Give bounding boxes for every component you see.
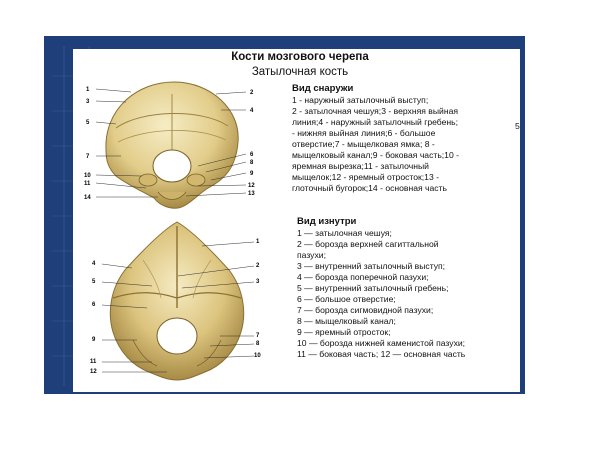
outer-label-left-5: 10 — [84, 173, 91, 179]
outer-line: - нижняя выйная линия;6 - большое — [292, 128, 436, 138]
outer-line: отверстие;7 - мыщелковая ямка; 8 - — [292, 139, 435, 149]
inner-view-lines: 1 — затылочная чешуя; 2 — борозда верхне… — [297, 228, 465, 360]
outer-line: 1 - наружный затылочный выступ; — [292, 95, 429, 105]
inner-line: 1 — затылочная чешуя; — [297, 228, 392, 238]
outer-view-lines: 1 - наружный затылочный выступ; 2 - заты… — [292, 95, 459, 194]
inner-line: 8 — мыщелковый канал; — [297, 316, 396, 326]
inner-label-right-2: 2 — [256, 263, 260, 269]
inner-label-left-6: 12 — [90, 369, 97, 375]
inner-view-illustration — [103, 220, 251, 382]
outer-label-right-1: 2 — [250, 90, 254, 96]
inner-label-left-1: 4 — [92, 261, 96, 267]
inner-label-left-3: 6 — [92, 302, 96, 308]
inner-line: 2 — борозда верхней сагиттальной — [297, 239, 439, 249]
outer-leader-lines — [95, 88, 247, 198]
outer-label-left-7: 14 — [84, 195, 91, 201]
outer-label-right-3: 6 — [250, 152, 254, 158]
outer-label-left-1: 1 — [86, 87, 90, 93]
outer-label-left-3: 5 — [86, 120, 90, 126]
outer-label-right-2: 4 — [250, 108, 254, 114]
outer-label-right-5: 9 — [250, 171, 254, 177]
outer-view-illustration — [96, 80, 246, 210]
outer-line: мыщелок;12 - яремный отросток;13 - — [292, 172, 439, 182]
inner-label-right-6: 10 — [254, 353, 261, 359]
inner-line: 4 — борозда поперечной пазухи; — [297, 272, 429, 282]
outer-line: мыщелковый канал;9 - боковая часть;10 - — [292, 150, 459, 160]
inner-label-left-4: 9 — [92, 337, 96, 343]
outer-view-legend: Вид снаружи 1 - наружный затылочный выст… — [292, 83, 459, 194]
inner-label-right-1: 1 — [256, 239, 260, 245]
stray-number: 5 — [515, 121, 520, 131]
inner-line: 9 — яремный отросток; — [297, 327, 391, 337]
outer-label-left-2: 3 — [86, 99, 90, 105]
outer-line: глоточный бугорок;14 - основная часть — [292, 183, 448, 193]
inner-label-left-5: 11 — [90, 359, 97, 365]
inner-line: 5 — внутренний затылочный гребень; — [297, 283, 449, 293]
outer-label-right-4: 8 — [250, 160, 254, 166]
inner-label-right-3: 3 — [256, 279, 260, 285]
inner-view-heading: Вид изнутри — [297, 216, 357, 227]
inner-line: 11 — боковая часть; 12 — основная часть — [297, 349, 466, 359]
inner-label-right-5: 8 — [256, 341, 260, 347]
slide-title: Кости мозгового черепа — [231, 51, 369, 63]
outer-label-right-7: 13 — [248, 191, 255, 197]
slide-subtitle: Затылочная кость — [251, 66, 349, 78]
inner-view-legend: Вид изнутри 1 — затылочная чешуя; 2 — бо… — [297, 216, 465, 360]
inner-line: 7 — борозда сигмовидной пазухи; — [297, 305, 434, 315]
outer-label-left-4: 7 — [86, 154, 90, 160]
inner-line: 3 — внутренний затылочный выступ; — [297, 261, 446, 271]
outer-label-right-6: 12 — [248, 183, 255, 189]
inner-leader-lines — [101, 241, 255, 373]
outer-label-left-6: 11 — [84, 181, 91, 187]
inner-line: 10 — борозда нижней каменистой пазухи; — [297, 338, 466, 348]
inner-line: 6 — большое отверстие; — [297, 294, 396, 304]
outer-view-heading: Вид снаружи — [292, 83, 354, 94]
inner-label-right-4: 7 — [256, 333, 260, 339]
inner-line: пазухи; — [297, 250, 326, 260]
inner-label-left-2: 5 — [92, 279, 96, 285]
outer-line: яремная вырезка;11 - затылочный — [292, 161, 429, 171]
outer-line: линия;4 - наружный затылочный гребень; — [292, 117, 459, 127]
outer-line: 2 - затылочная чешуя;3 - верхняя выйная — [292, 106, 459, 116]
